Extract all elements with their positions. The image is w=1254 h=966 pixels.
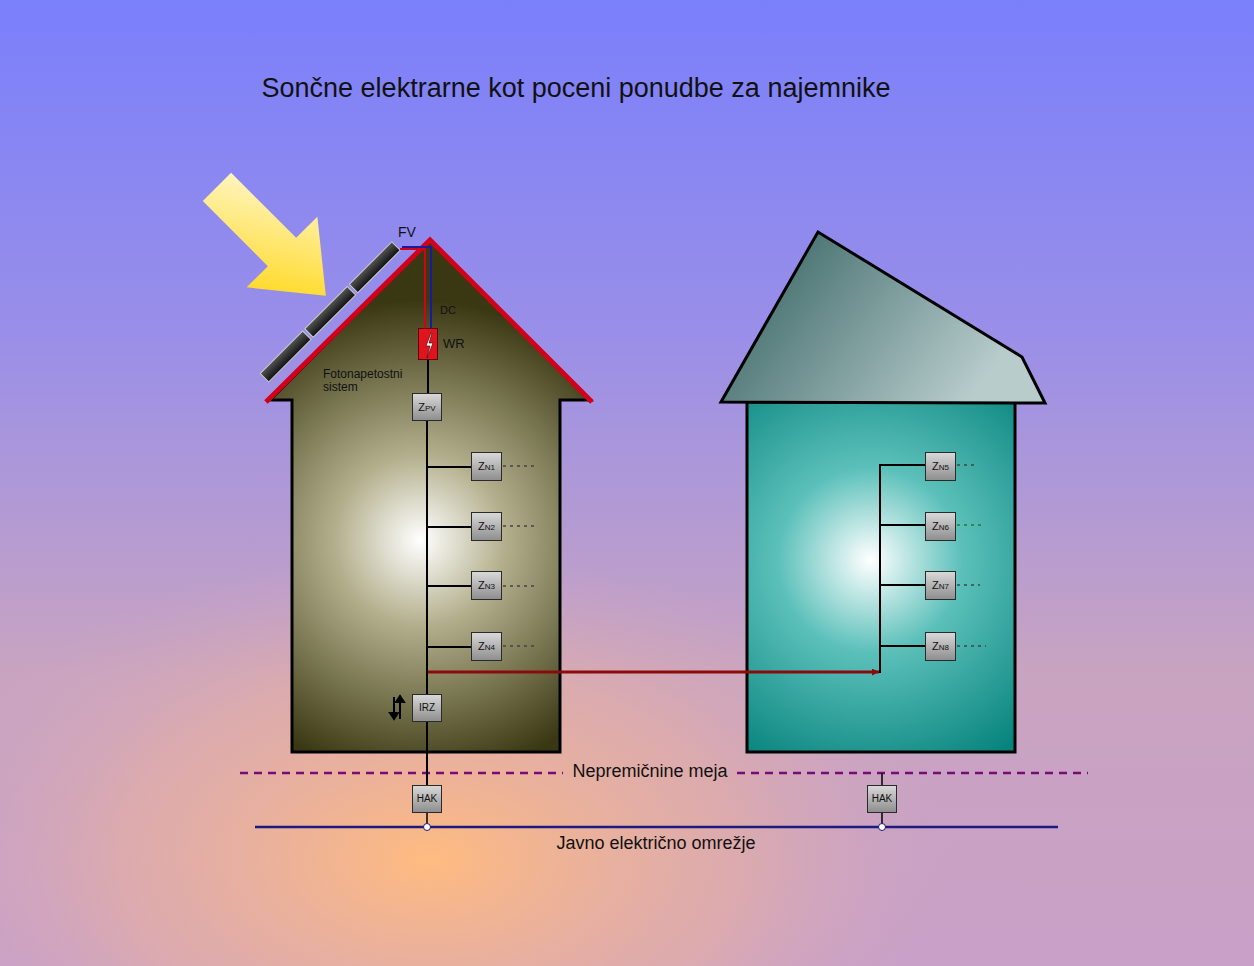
consumer-meter-box: ZN6 (925, 512, 956, 541)
consumer-meter-box: ZN7 (925, 571, 956, 600)
lightning-symbol (426, 333, 433, 358)
box-text: WR (443, 337, 465, 350)
box-text: ZN7 (932, 580, 949, 591)
inverter-box: WR (418, 328, 438, 360)
consumer-meter-box: ZN5 (925, 452, 956, 481)
wire (427, 360, 429, 393)
lightning-symbol (419, 329, 439, 361)
wire (427, 421, 471, 586)
box-text: ZN6 (932, 521, 949, 532)
system-label: Fotonapetostni sistem (323, 368, 415, 394)
consumer-meter-box: ZN1 (471, 452, 502, 481)
box-text: ZN5 (932, 461, 949, 472)
panel-label: FV (398, 225, 416, 240)
wire (427, 421, 471, 527)
wire (426, 421, 428, 694)
consumer-meter-box: ZN3 (471, 571, 502, 600)
consumer-meter-box: ZN8 (925, 632, 956, 661)
box-text: ZN8 (932, 641, 949, 652)
box-text: ZN1 (478, 461, 495, 472)
house-connection-box: HAK (412, 785, 442, 813)
box-text: ZN3 (478, 580, 495, 591)
box-text: ZPV (418, 402, 435, 413)
box-text: ZN2 (478, 521, 495, 532)
wire (426, 722, 428, 785)
boundary-label: Nepremičnine meja (572, 762, 727, 782)
consumer-meter-box: ZN4 (471, 632, 502, 661)
box-text: ZN4 (478, 641, 495, 652)
meter-box: ZPV (412, 393, 442, 421)
grid-label: Javno električno omrežje (556, 834, 755, 854)
box-text: IRZ (419, 703, 435, 713)
title: Sončne elektrarne kot poceni ponudbe za … (262, 73, 891, 104)
house-connection-box: HAK (867, 785, 897, 813)
wire-label: DC (440, 304, 456, 316)
box-text: HAK (417, 794, 438, 804)
box-text: HAK (872, 794, 893, 804)
consumer-meter-box: ZN2 (471, 512, 502, 541)
wire (427, 421, 471, 647)
wire (427, 421, 471, 467)
bidirectional-meter-box: IRZ (412, 694, 442, 722)
